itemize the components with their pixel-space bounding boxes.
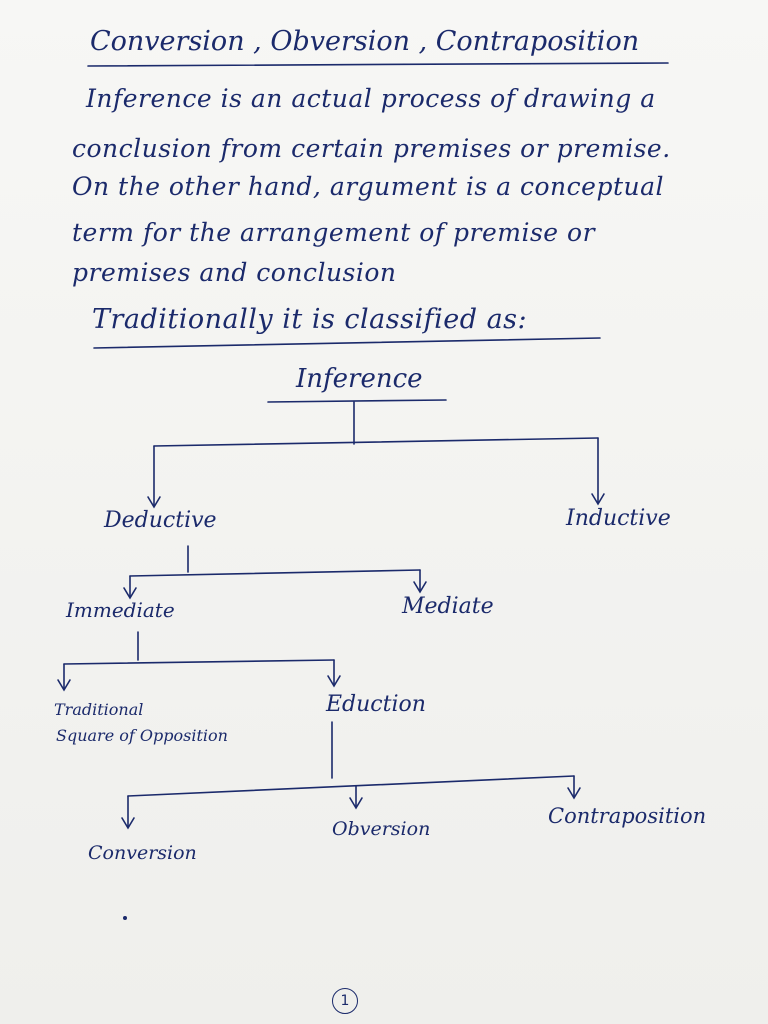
paragraph-line-4: term for the arrangement of premise or — [72, 218, 596, 247]
inductive-arrow — [591, 493, 605, 506]
title-underline — [87, 62, 669, 67]
node-traditional-line-1: Traditional — [54, 700, 144, 719]
node-obversion: Obversion — [332, 818, 431, 840]
page-title: Conversion , Obversion , Contraposition — [90, 26, 640, 57]
conversion-arrow — [121, 817, 135, 830]
ink-dot — [123, 916, 127, 920]
node-conversion: Conversion — [88, 842, 197, 864]
deductive-arrow — [147, 496, 161, 509]
classification-heading: Traditionally it is classified as: — [92, 304, 528, 335]
level2-bar — [129, 569, 421, 577]
paragraph-line-3: On the other hand, argument is a concept… — [72, 172, 665, 201]
eduction-arrow — [327, 675, 341, 688]
node-inference: Inference — [296, 364, 423, 394]
level1-bar — [153, 437, 599, 447]
node-traditional-line-2: Square of Opposition — [56, 726, 228, 745]
paragraph-line-2: conclusion from certain premises or prem… — [72, 134, 671, 163]
node-contraposition: Contraposition — [548, 804, 707, 828]
level3-bar — [63, 659, 335, 665]
contraposition-arrow — [567, 787, 581, 800]
paragraph-line-5: premises and conclusion — [72, 258, 397, 287]
heading-underline — [93, 337, 601, 349]
level4-bar — [127, 775, 575, 797]
mediate-arrow — [413, 581, 427, 594]
node-immediate: Immediate — [66, 598, 175, 622]
paragraph-line-1: Inference is an actual process of drawin… — [86, 84, 656, 113]
page-number: 1 — [332, 988, 358, 1014]
obversion-arrow — [349, 797, 363, 810]
node-deductive: Deductive — [104, 508, 217, 533]
node-mediate: Mediate — [402, 594, 494, 619]
immediate-arrow — [123, 587, 137, 600]
node-inductive: Inductive — [566, 506, 671, 531]
node-eduction: Eduction — [326, 692, 426, 717]
traditional-arrow — [57, 679, 71, 692]
root-underline — [267, 399, 447, 403]
